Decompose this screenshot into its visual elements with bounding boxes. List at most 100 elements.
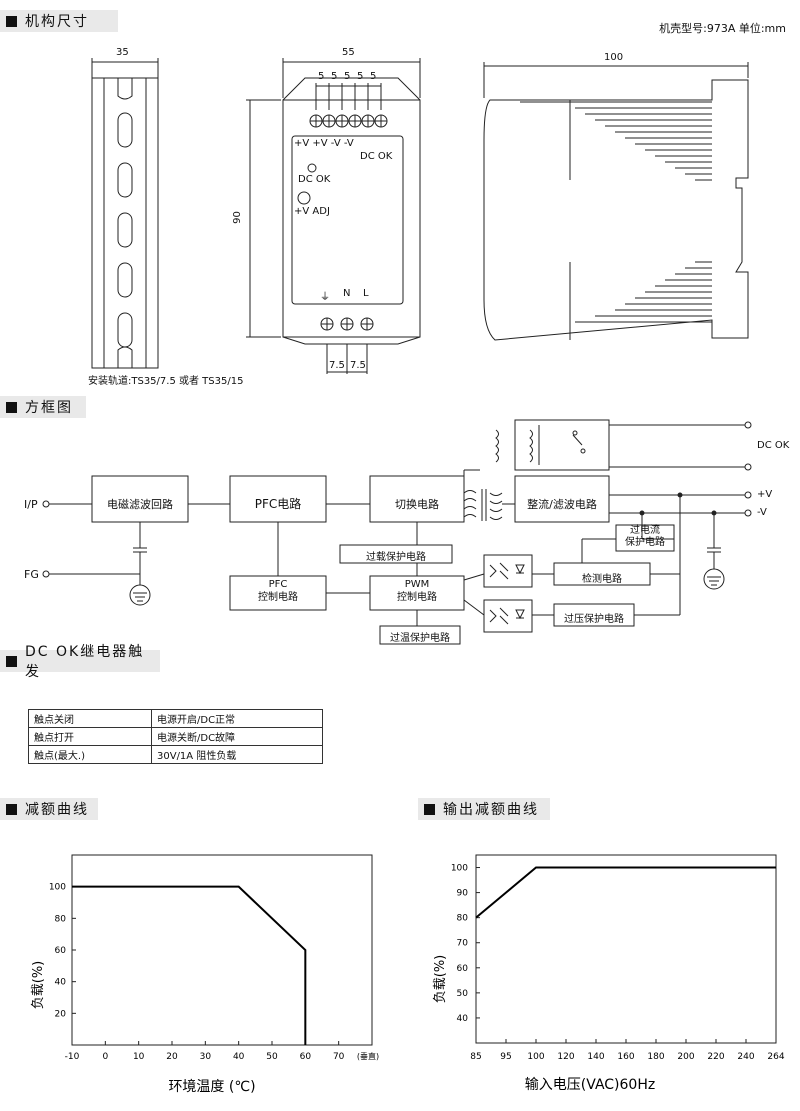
din-rail [91,58,159,369]
table-row: 触点打开 电源关断/DC故障 [28,727,323,746]
ocp-box [615,524,675,552]
rectifier-box [514,475,610,523]
derating-line [72,885,307,1045]
x-tick-label: 140 [587,1052,604,1062]
x-tick-label: 50 [266,1052,278,1062]
bottom-terminal-block [320,317,374,374]
x-tick-label: 85 [470,1052,481,1062]
vminus-label: -V [757,507,767,518]
neutral-terminal-label: N [343,288,351,299]
y-tick-label: 60 [457,964,469,974]
earth-ground-icon [129,584,151,606]
earth-terminal-label: ⏚ [320,292,330,303]
fg-label: FG [24,568,39,581]
x-tick-label: 120 [557,1052,574,1062]
pfc-label: PFC电路 [254,497,302,511]
otp-label: 过温保护电路 [390,633,450,644]
section-dc-ok: DC OK继电器触发 [0,644,160,680]
relay-box [514,419,610,471]
square-bullet-icon [6,803,17,815]
rail-width-label: 35 [116,47,129,58]
optocoupler-icon [489,562,525,580]
table-row: 触点关闭 电源开启/DC正常 [28,709,323,728]
detect-label: 检测电路 [582,574,622,585]
section-title: 机构尺寸 [25,14,89,30]
table-cell: 30V/1A 阻性负载 [151,745,323,764]
x-tick-label: 20 [166,1052,178,1062]
vplus-terminal [744,491,752,499]
pitch-label: 5 [344,71,351,82]
y-tick-label: 20 [55,1009,67,1019]
x-tick-label: 95 [500,1052,511,1062]
dc-ok-output-label: DC OK [757,440,790,451]
section-block-diagram: 方框图 [0,396,86,418]
mechanical-drawing [91,58,749,374]
y-tick-label: 100 [451,864,468,874]
pitch-label: 5 [318,71,325,82]
output-ground-icon [703,568,725,590]
y-tick-label: 50 [457,989,469,999]
table-cell: 触点打开 [28,727,152,746]
pfc-control-line1: PFC [268,579,288,590]
table-cell: 电源开启/DC正常 [151,709,323,728]
y-tick-label: 70 [457,939,469,949]
potentiometer-icon [297,191,311,205]
optocoupler-1 [483,554,533,588]
square-bullet-icon [6,401,17,413]
led-icon [307,163,317,173]
x-tick-label: 160 [617,1052,634,1062]
y-tick-label: 40 [457,1014,469,1024]
rectifier-label: 整流/滤波电路 [527,498,597,511]
top-terminal-labels: +V +V -V -V [294,138,354,149]
side-width-label: 100 [604,52,624,63]
ip-terminal [42,500,50,508]
ocp-label: 过电流 保护电路 [616,525,674,549]
table-cell: 电源关断/DC故障 [151,727,323,746]
y-axis-label: 负载(%) [433,955,448,1004]
x-tick-label: -10 [65,1052,80,1062]
y-axis-label: 负载(%) [31,961,46,1010]
front-width-label: 55 [342,47,355,58]
square-bullet-icon [6,15,17,27]
x-tick-label: 100 [527,1052,544,1062]
x-axis-label: 输入电压(VAC)60Hz [525,1077,655,1093]
pitch-label: 5 [370,71,377,82]
y-tick-label: 60 [55,946,67,956]
section-title: 减额曲线 [25,802,89,818]
table-row: 触点(最大.) 30V/1A 阻性负载 [28,745,323,764]
bottom-pitch-label: 7.5 [329,360,345,371]
x-tick-label: 264 [767,1052,784,1062]
fg-terminal [42,570,50,578]
pwm-control-line2: 控制电路 [397,592,437,603]
optocoupler-2 [483,599,533,633]
front-height-label: 90 [231,211,243,224]
section-output-derating: 输出减额曲线 [418,798,550,820]
top-terminal-block [309,83,388,128]
olp-box [339,544,453,564]
plot-frame [71,854,373,1046]
emi-label: 电磁滤波回路 [107,498,173,511]
transformer-secondary [489,492,503,520]
ovp-label: 过压保护电路 [564,614,624,625]
section-dimensions: 机构尺寸 [0,10,118,32]
x-tick-label: 70 [333,1052,345,1062]
olp-label: 过载保护电路 [366,552,426,563]
x-tick-label: 240 [737,1052,754,1062]
pfc-control-label: PFC 控制电路 [230,578,326,604]
table-cell: 触点(最大.) [28,745,152,764]
x-unit-label: (垂直) [357,1051,379,1061]
adj-label: +V ADJ [294,206,330,217]
relay-table: 触点关闭 电源开启/DC正常 触点打开 电源关断/DC故障 触点(最大.) 30… [28,709,323,764]
ocp-line2: 保护电路 [625,537,665,548]
x-tick-label: 40 [233,1052,245,1062]
transformer-primary [463,490,477,518]
rail-note: 安装轨道:TS35/7.5 或者 TS35/15 [88,376,244,387]
x-tick-label: 10 [133,1052,145,1062]
front-view [246,58,421,374]
pwm-control-label: PWM 控制电路 [370,578,464,604]
pitch-label: 5 [357,71,364,82]
square-bullet-icon [424,803,435,815]
pitch-label: 5 [331,71,338,82]
